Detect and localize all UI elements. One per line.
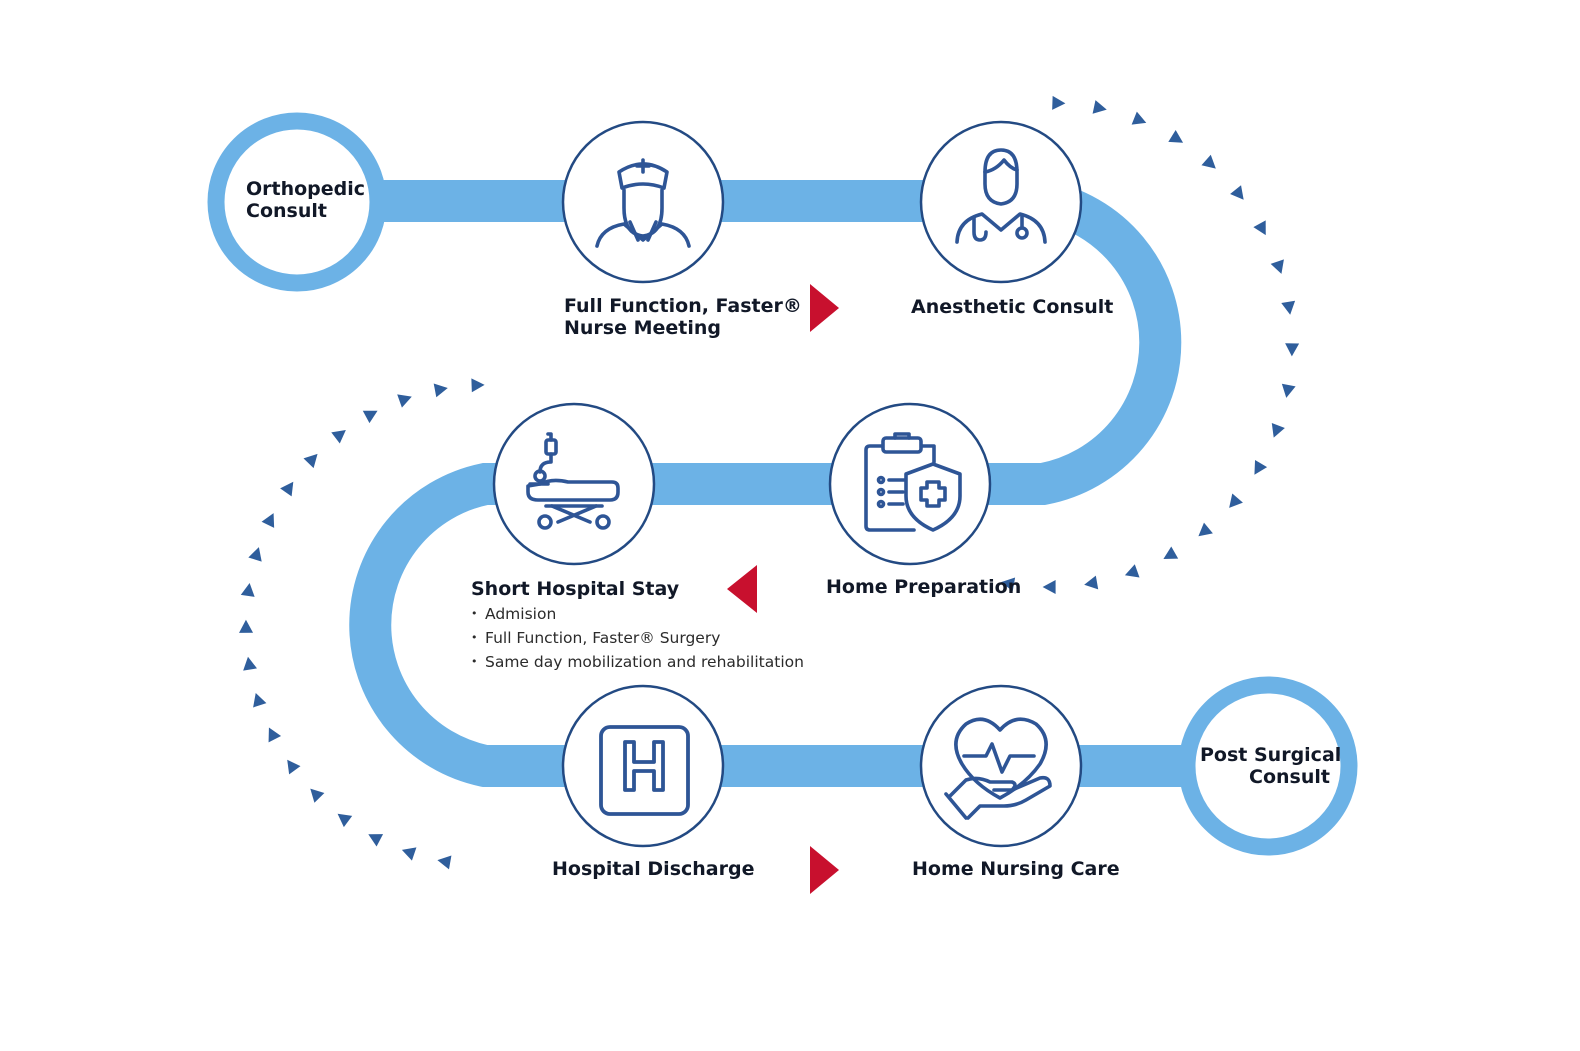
chevron-marker xyxy=(1001,577,1016,592)
chevron-marker xyxy=(1230,185,1244,200)
chevron-marker xyxy=(303,453,318,469)
step-node-nurse xyxy=(561,120,725,284)
step-label-nurse-meeting: Full Function, Faster® Nurse Meeting xyxy=(564,295,802,339)
step-label-anesthetic-consult: Anesthetic Consult xyxy=(911,296,1114,318)
chevron-marker xyxy=(240,582,255,597)
hospital-bed-icon xyxy=(526,432,620,530)
chevron-marker xyxy=(401,847,417,861)
chevron-marker xyxy=(397,394,412,408)
step-label-home-nursing-care: Home Nursing Care xyxy=(912,858,1120,880)
nurse-icon xyxy=(595,158,691,248)
chevron-marker xyxy=(368,834,384,847)
chevron-marker xyxy=(362,410,378,424)
chevron-marker xyxy=(1163,546,1179,559)
chevron-marker xyxy=(261,513,275,528)
chevron-marker xyxy=(1270,259,1284,274)
left-arrow-icon xyxy=(727,565,757,613)
chevron-marker xyxy=(248,547,262,562)
chevron-marker xyxy=(1168,129,1184,143)
step-node-hospital-stay xyxy=(492,402,656,566)
doctor-icon xyxy=(955,148,1047,244)
detail-item: Full Function, Faster® Surgery xyxy=(471,626,804,650)
chevron-marker xyxy=(287,759,301,775)
chevron-marker xyxy=(1271,423,1285,438)
pathway-road xyxy=(300,180,1267,787)
chevron-arc-right xyxy=(1001,95,1300,595)
chevron-marker xyxy=(337,813,353,828)
chevron-marker xyxy=(471,378,485,393)
detail-item: Admision xyxy=(471,602,804,626)
chevron-marker xyxy=(331,430,346,444)
chevron-marker xyxy=(1131,111,1147,125)
chevron-marker xyxy=(433,383,448,398)
chevron-marker xyxy=(1201,154,1216,169)
chevron-marker xyxy=(253,692,267,708)
chevron-marker xyxy=(1254,459,1268,475)
hospital-stay-details: Admision Full Function, Faster® Surgery … xyxy=(471,602,804,674)
chevron-marker xyxy=(280,481,294,497)
chevron-marker xyxy=(1285,343,1300,357)
step-node-discharge xyxy=(561,684,725,848)
chevron-arc-left xyxy=(239,378,485,870)
step-node-doctor xyxy=(919,120,1083,284)
chevron-marker xyxy=(243,656,257,671)
chevron-marker xyxy=(1281,383,1296,398)
chevron-marker xyxy=(1092,100,1107,114)
step-label-orthopedic-consult: Orthopedic Consult xyxy=(246,178,366,222)
step-label-post-surgical-consult: Post Surgical Consult xyxy=(1200,744,1342,788)
step-node-home-prep xyxy=(828,402,992,566)
right-arrow-icon xyxy=(810,846,839,894)
step-node-home-nursing xyxy=(919,684,1083,848)
chevron-marker xyxy=(239,619,254,633)
clipboard-shield-icon xyxy=(864,432,962,532)
chevron-marker xyxy=(1124,564,1140,578)
chevron-marker xyxy=(1042,580,1056,595)
chevron-marker xyxy=(1198,522,1213,537)
step-label-short-hospital-stay: Short Hospital Stay xyxy=(471,578,680,600)
step-label-home-preparation: Home Preparation xyxy=(826,576,1022,598)
chevron-marker xyxy=(1229,493,1243,508)
chevron-marker xyxy=(437,855,452,870)
chevron-marker xyxy=(1084,575,1099,590)
step-label-hospital-discharge: Hospital Discharge xyxy=(552,858,755,880)
chevron-marker xyxy=(310,788,325,803)
heart-hand-icon xyxy=(944,717,1052,820)
detail-item: Same day mobilization and rehabilitation xyxy=(471,650,804,674)
chevron-marker xyxy=(1052,95,1066,110)
right-arrow-icon xyxy=(810,284,839,332)
start-node-ring xyxy=(207,112,387,292)
chevron-marker xyxy=(1253,220,1266,236)
end-node-ring xyxy=(1178,676,1358,856)
chevron-marker xyxy=(268,727,282,743)
hospital-sign-icon xyxy=(599,725,690,816)
chevron-marker xyxy=(1281,300,1296,315)
